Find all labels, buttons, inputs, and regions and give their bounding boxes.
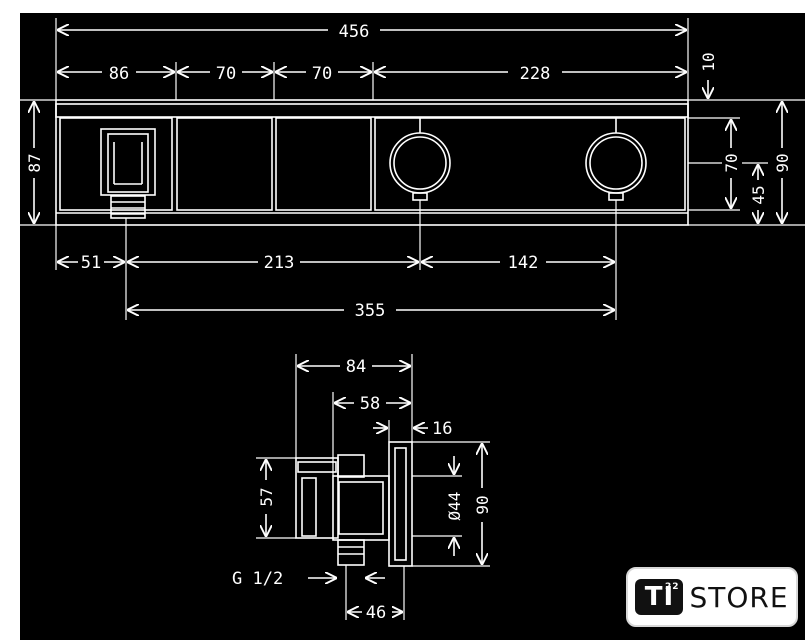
right-knob [585,118,647,201]
label-bottom-right: 142 [508,253,539,273]
thermostat-side-view [295,441,413,567]
logo-mark-text: TI [644,582,675,612]
label-segment-2: 70 [216,64,236,84]
label-diameter: Ø44 [445,492,464,521]
logo-mark: TI 22 [635,579,684,615]
label-left-height: 87 [25,153,44,172]
dimension-labels-top: 456 86 70 70 228 10 87 70 90 45 51 213 1… [24,20,792,321]
label-width-total: 84 [346,357,366,377]
label-bottom-total: 355 [355,301,386,321]
extension-lines-side [256,354,490,620]
label-thread: G 1/2 [232,569,283,589]
label-bottom-left: 51 [81,253,101,273]
label-segment-3: 70 [312,64,332,84]
label-bottom-width: 46 [366,603,386,623]
label-top-offset: 10 [699,52,718,71]
label-inner-height: 70 [722,153,741,172]
label-segment-4: 228 [520,64,551,84]
hand-shower-holder [100,128,156,219]
label-overall-width: 456 [339,22,370,42]
label-height-right: 90 [473,495,492,514]
store-logo: TI 22 STORE [626,567,798,627]
label-height-left: 57 [257,487,276,506]
dimension-labels-side: 84 58 16 57 Ø44 90 G 1/2 46 [232,356,492,623]
label-segment-1: 86 [109,64,129,84]
left-knob [389,118,451,201]
logo-text: STORE [689,580,789,614]
label-right-lower: 45 [749,185,768,204]
label-width-inner: 58 [360,394,380,414]
label-plate-thickness: 16 [432,419,452,439]
label-right-height: 90 [773,153,792,172]
logo-superscript: 22 [664,582,680,592]
label-bottom-mid: 213 [264,253,295,273]
thermostat-front-view [55,99,689,226]
